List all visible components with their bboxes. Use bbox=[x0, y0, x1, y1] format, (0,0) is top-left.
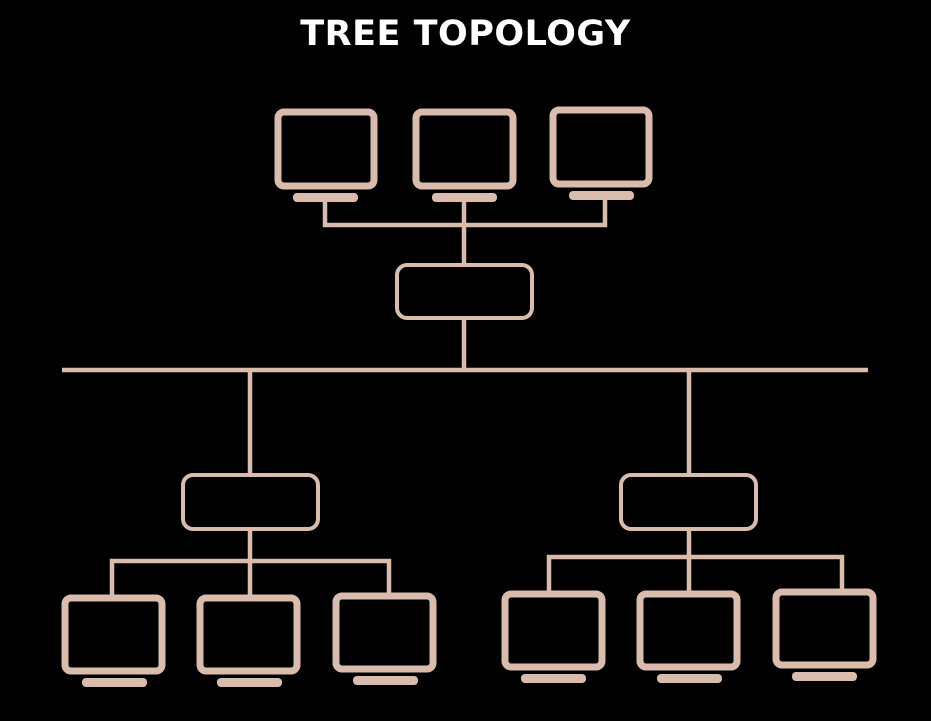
root-computers bbox=[274, 106, 653, 202]
computer-icon bbox=[636, 590, 741, 683]
computer-icon bbox=[501, 590, 606, 683]
hubs bbox=[181, 263, 758, 531]
computer-icon bbox=[61, 594, 166, 687]
computer-icon bbox=[196, 594, 301, 687]
link-left-computers bbox=[109, 558, 392, 596]
computer-icon bbox=[412, 108, 517, 202]
computer-icon bbox=[772, 588, 877, 681]
link-right-computers bbox=[546, 554, 845, 592]
hub-left bbox=[181, 473, 320, 531]
left-branch-computers bbox=[61, 592, 437, 687]
connections bbox=[62, 200, 868, 596]
computer-icon bbox=[274, 108, 378, 202]
hub-top bbox=[395, 263, 534, 320]
right-branch-computers bbox=[501, 588, 877, 683]
hub-right bbox=[619, 473, 758, 531]
computer-icon bbox=[332, 592, 437, 685]
diagram-title: TREE TOPOLOGY bbox=[300, 14, 631, 54]
computer-icon bbox=[549, 106, 653, 200]
